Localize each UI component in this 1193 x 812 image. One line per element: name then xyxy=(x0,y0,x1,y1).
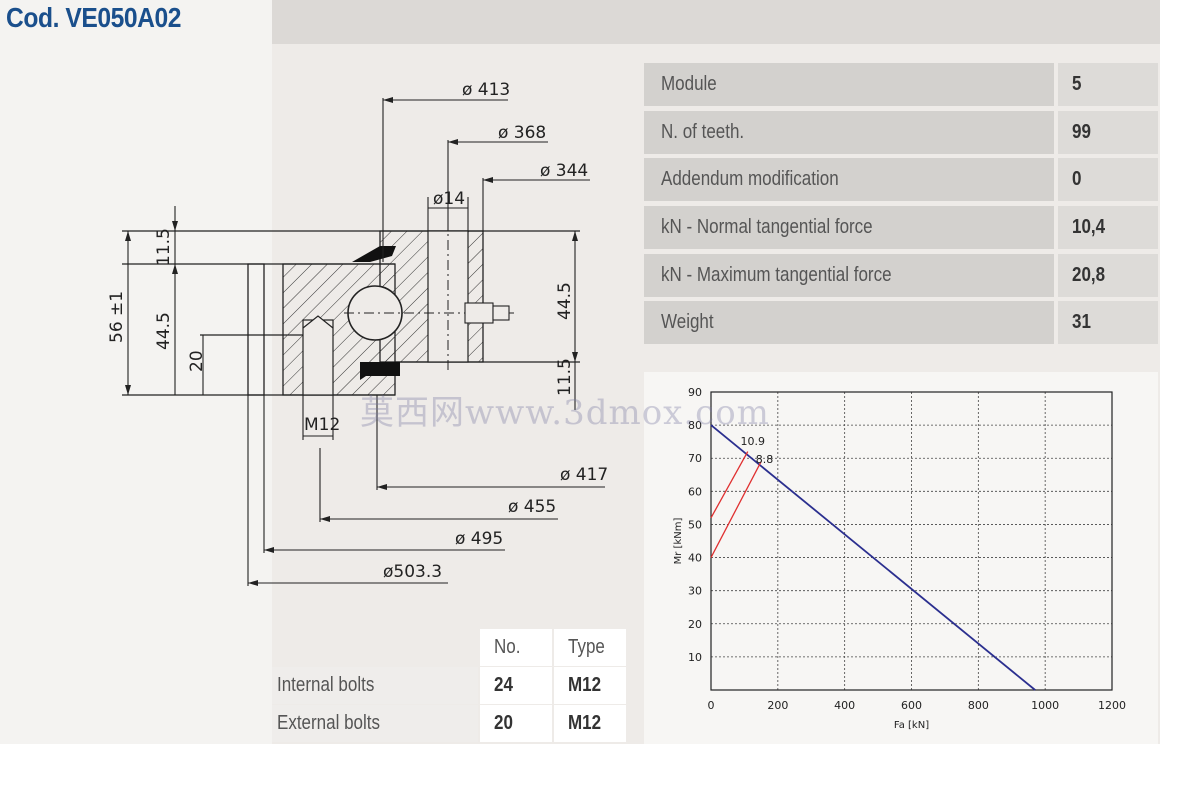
chart-ytick-label: 90 xyxy=(688,386,702,399)
chart-annotations: 10.9 8.8 xyxy=(741,435,774,466)
spec-label: Module xyxy=(644,63,1054,106)
cross-section-drawing: ø 413 ø 368 ø 344 ø14 ø 417 ø 455 ø 495 … xyxy=(107,80,608,586)
chart-xtick-label: 400 xyxy=(834,699,855,712)
dim-d417: ø 417 xyxy=(560,465,608,485)
chart-ticks: 0 200 400 600 800 1000 1200 10 20 30 40 50 60 70 80 90 xyxy=(688,386,1126,712)
spec-value: 10,4 xyxy=(1058,206,1158,249)
chart-annotation: 10.9 xyxy=(741,435,766,448)
dim-d503: ø503.3 xyxy=(383,562,442,582)
chart-annotation: 8.8 xyxy=(756,453,774,466)
chart-ytick-label: 50 xyxy=(688,518,702,531)
header-band xyxy=(272,0,1160,44)
bolts-row-internal-type: M12 xyxy=(554,667,626,704)
bolts-header-no: No. xyxy=(480,629,552,666)
chart-xtick-label: 0 xyxy=(708,699,715,712)
chart-panel xyxy=(644,372,1158,744)
dim-h445-right: 44.5 xyxy=(555,282,575,320)
spec-row-addendum: Addendum modification 0 xyxy=(644,158,1158,201)
bolts-row-external-no: 20 xyxy=(480,705,552,742)
dim-m12: M12 xyxy=(304,415,340,435)
spec-row-normal-force: kN - Normal tangential force 10,4 xyxy=(644,206,1158,249)
chart-ytick-label: 20 xyxy=(688,618,702,631)
chart-ytick-label: 30 xyxy=(688,585,702,598)
chart-ytick-label: 10 xyxy=(688,651,702,664)
bolts-row-external-label: External bolts xyxy=(272,705,478,742)
spec-row-module: Module 5 xyxy=(644,63,1158,106)
chart-xtick-label: 600 xyxy=(901,699,922,712)
chart-series-line-0 xyxy=(710,424,1036,691)
spec-row-max-force: kN - Maximum tangential force 20,8 xyxy=(644,254,1158,297)
chart-xtick-label: 1000 xyxy=(1031,699,1059,712)
dim-h115-top: 11.5 xyxy=(154,228,174,266)
spec-label: Addendum modification xyxy=(644,158,1054,201)
spec-label: Weight xyxy=(644,301,1054,344)
dim-d14: ø14 xyxy=(433,189,465,209)
dim-d455: ø 455 xyxy=(508,497,556,517)
chart-ytick-label: 70 xyxy=(688,452,702,465)
spec-row-teeth: N. of teeth. 99 xyxy=(644,111,1158,154)
left-band xyxy=(0,0,272,744)
chart-xtick-label: 1200 xyxy=(1098,699,1126,712)
chart-xlabel: Fa [kN] xyxy=(894,720,929,731)
dim-d495: ø 495 xyxy=(455,529,503,549)
watermark: 莫西网www.3dmox.com xyxy=(360,393,770,433)
bolts-row-internal-label: Internal bolts xyxy=(272,667,478,704)
chart-ytick-label: 40 xyxy=(688,552,702,565)
dim-d413: ø 413 xyxy=(462,80,510,100)
chart-ytick-label: 60 xyxy=(688,485,702,498)
bolts-header-type: Type xyxy=(554,629,626,666)
dim-h20: 20 xyxy=(187,350,207,372)
dim-d344: ø 344 xyxy=(540,161,588,181)
dim-h56: 56 ±1 xyxy=(107,291,127,343)
dim-d368: ø 368 xyxy=(498,123,546,143)
spec-value: 5 xyxy=(1058,63,1158,106)
spec-row-weight: Weight 31 xyxy=(644,301,1158,344)
inner-ring xyxy=(379,220,484,370)
spec-label: kN - Normal tangential force xyxy=(644,206,1054,249)
bolts-row-external-type: M12 xyxy=(554,705,626,742)
chart-ytick-label: 80 xyxy=(688,419,702,432)
chart-series-line-2 xyxy=(710,461,762,558)
chart-series xyxy=(710,424,1036,691)
grease-nipple xyxy=(464,302,510,324)
chart-grid xyxy=(711,392,1112,690)
spec-label: kN - Maximum tangential force xyxy=(644,254,1054,297)
chart-ylabel: Mr [kNm] xyxy=(673,518,684,565)
bolts-row-internal-no: 24 xyxy=(480,667,552,704)
product-code-title: Cod. VE050A02 xyxy=(6,2,182,33)
spec-value: 20,8 xyxy=(1058,254,1158,297)
spec-label: N. of teeth. xyxy=(644,111,1054,154)
chart-xtick-label: 200 xyxy=(767,699,788,712)
dim-h115-bottom: 11.5 xyxy=(555,358,575,396)
dim-h445-left: 44.5 xyxy=(154,312,174,350)
spec-value: 31 xyxy=(1058,301,1158,344)
chart-series-line-1 xyxy=(710,451,749,519)
spec-value: 0 xyxy=(1058,158,1158,201)
spec-value: 99 xyxy=(1058,111,1158,154)
chart-frame xyxy=(710,391,1113,691)
chart-xtick-label: 800 xyxy=(968,699,989,712)
